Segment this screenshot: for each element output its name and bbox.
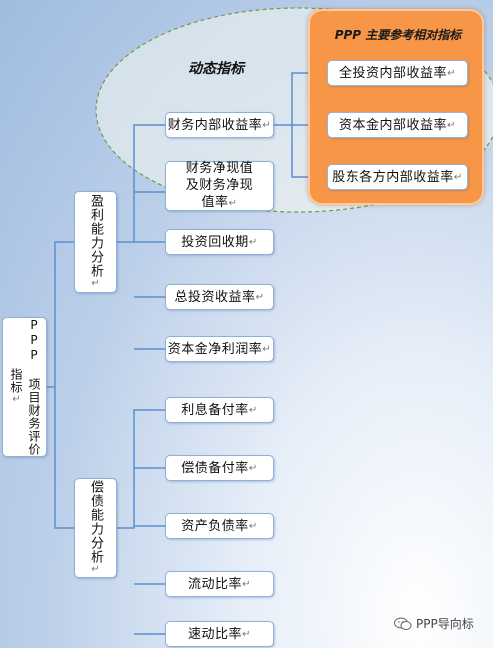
wechat-icon [394,617,412,630]
profit-item-roi: 总投资收益率↵ [165,284,274,310]
root-label: PPP 项目财务评价指标 [9,318,41,456]
solvency-item-dscr: 偿债备付率↵ [165,455,274,481]
reference-panel-title: PPP 主要参考相对指标 [334,28,462,42]
watermark: PPP导向标 [394,615,474,632]
solvency-item-quick-ratio-label: 速动比率 [188,626,243,642]
solvency-label: 偿债能力分析 [88,480,103,564]
root-connector [47,241,74,529]
reference-item-shareholder-irr-label: 股东各方内部收益率 [332,169,454,185]
reference-item-shareholder-irr: 股东各方内部收益率↵ [327,164,468,190]
solvency-item-debt-ratio: 资产负债率↵ [165,513,274,539]
profitability-node: 盈利能力分析↵ [74,191,117,293]
root-return-mark: ↵ [11,394,22,406]
return-mark: ↵ [228,198,238,209]
return-mark: ↵ [447,119,456,131]
profit-item-roi-label: 总投资收益率 [174,289,256,305]
profit-item-roe: 资本金净利润率↵ [165,336,274,362]
solvency-item-current-ratio-label: 流动比率 [188,576,243,592]
watermark-label: PPP导向标 [416,617,474,631]
profit-connector [117,124,165,350]
return-mark: ↵ [248,462,258,474]
profitability-return-mark: ↵ [90,278,101,290]
solvency-connector [117,409,165,635]
solvency-return-mark: ↵ [90,564,101,576]
reference-item-project-irr-label: 全投资内部收益率 [339,65,448,81]
reference-item-equity-irr-label: 资本金内部收益率 [339,117,448,133]
profit-item-irr: 财务内部收益率↵ [165,112,274,138]
profit-item-roe-label: 资本金净利润率 [167,341,263,357]
solvency-node: 偿债能力分析↵ [74,478,117,578]
solvency-item-debt-ratio-label: 资产负债率 [181,518,249,534]
return-mark: ↵ [262,343,272,355]
return-mark: ↵ [248,236,258,248]
reference-item-equity-irr: 资本金内部收益率↵ [327,112,468,138]
return-mark: ↵ [248,520,258,532]
return-mark: ↵ [447,67,456,79]
return-mark: ↵ [453,171,463,183]
profit-item-payback: 投资回收期↵ [165,229,274,255]
return-mark: ↵ [255,291,265,303]
dynamic-indicators-label: 动态指标 [188,61,244,77]
profit-item-irr-label: 财务内部收益率 [167,117,263,133]
profit-item-npv-label: 财务净现值及财务净现值率 [185,161,254,210]
return-mark: ↵ [262,119,272,131]
profitability-label: 盈利能力分析 [88,194,103,278]
profit-item-payback-label: 投资回收期 [181,234,249,250]
solvency-item-quick-ratio: 速动比率↵ [165,621,274,647]
reference-item-project-irr: 全投资内部收益率↵ [327,60,468,86]
solvency-item-icr-label: 利息备付率 [181,402,249,418]
solvency-item-dscr-label: 偿债备付率 [181,460,249,476]
return-mark: ↵ [248,404,258,416]
return-mark: ↵ [242,628,251,640]
solvency-item-icr: 利息备付率↵ [165,397,274,423]
solvency-item-current-ratio: 流动比率↵ [165,571,274,597]
profit-item-npv: 财务净现值及财务净现值率↵ [165,161,274,211]
return-mark: ↵ [242,578,251,590]
root-node: PPP 项目财务评价指标↵ [2,317,47,457]
